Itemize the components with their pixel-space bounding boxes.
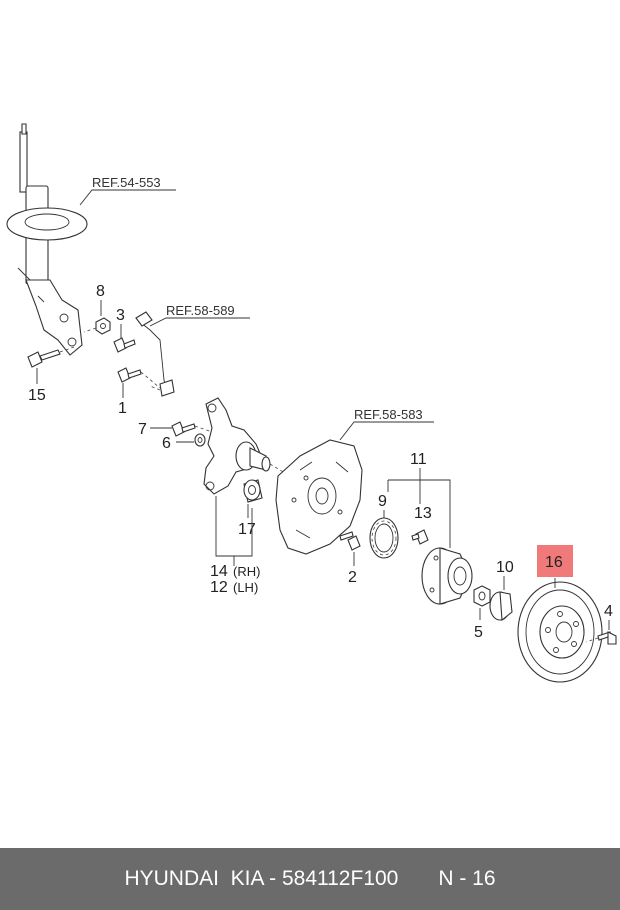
- ref-strut-label: REF.54-553: [92, 175, 161, 190]
- wheel-speed-sensor: [135, 311, 175, 397]
- hub-nut-5: [473, 585, 491, 607]
- ref-sensor-label: REF.58-589: [166, 303, 235, 318]
- stud-13: [411, 529, 429, 545]
- brake-disc-16: [517, 581, 603, 683]
- callout-2: 2: [348, 569, 357, 586]
- grease-cap-10: [489, 591, 513, 622]
- bolt-1: [117, 367, 161, 389]
- footer-page-ref: N - 16: [438, 867, 496, 890]
- screw-4: [585, 631, 617, 645]
- bolt-7: [171, 421, 213, 437]
- nut-8: [83, 317, 111, 335]
- exploded-parts-diagram: REF.54-553 15 8 3 REF.58-589 1: [6, 123, 617, 683]
- ref-shield-label: REF.58-583: [354, 407, 423, 422]
- bolt-2: [339, 531, 361, 551]
- callout-15: 15: [28, 387, 46, 404]
- callout-11: 11: [410, 451, 427, 468]
- bushing-17: [243, 479, 263, 503]
- callout-4: 4: [604, 603, 613, 620]
- callout-12: 12: [210, 579, 228, 596]
- strut-assembly: [6, 123, 88, 356]
- footer-bar: HYUNDAI KIA - 584112F100 N - 16: [0, 848, 620, 910]
- callout-16: 16: [545, 554, 563, 571]
- callout-3: 3: [116, 307, 125, 324]
- callout-1: 1: [118, 400, 127, 417]
- footer-part-number: HYUNDAI KIA - 584112F100: [124, 867, 399, 890]
- highlight-16-box: [537, 545, 573, 577]
- callout-14: 14: [210, 563, 228, 580]
- callout-14-side: (RH): [233, 564, 260, 579]
- callout-8: 8: [96, 283, 105, 300]
- tone-ring-9: [369, 517, 399, 559]
- callout-12-side: (LH): [233, 580, 258, 595]
- bolt-3: [113, 337, 136, 353]
- callout-10: 10: [496, 559, 514, 576]
- wheel-hub-11: [421, 547, 473, 605]
- washer-6: [194, 433, 206, 447]
- dust-shield: [275, 439, 363, 555]
- callout-7: 7: [138, 421, 147, 438]
- bolt-15: [27, 346, 75, 368]
- callout-5: 5: [474, 624, 483, 641]
- callout-9: 9: [378, 493, 387, 510]
- callout-13: 13: [414, 505, 432, 522]
- callout-6: 6: [162, 435, 171, 452]
- callout-17: 17: [238, 521, 256, 538]
- steering-knuckle: [203, 397, 291, 495]
